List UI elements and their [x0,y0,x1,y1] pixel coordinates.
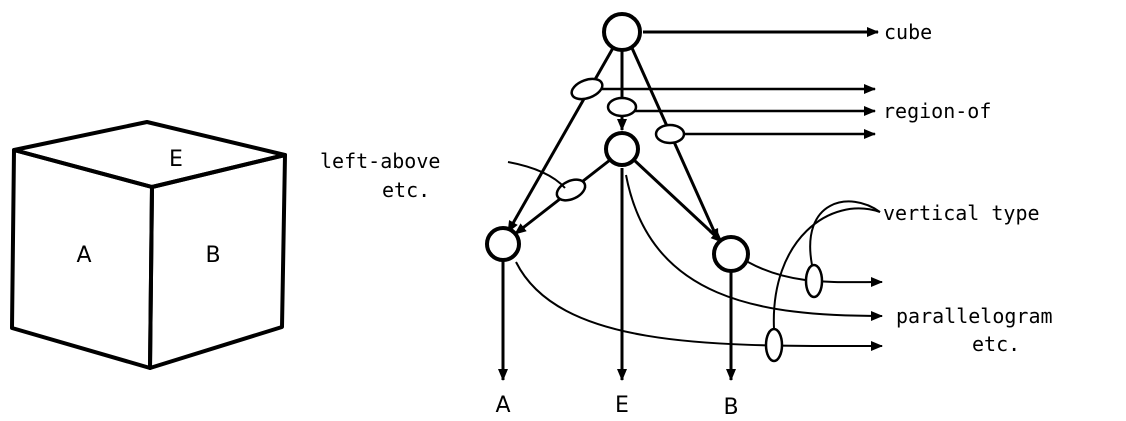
node-cube [602,12,642,52]
output-label-cube: cube [884,20,932,44]
left-above-leader [507,161,566,189]
relation-marker-1 [570,77,604,101]
cube-right-face [148,153,287,370]
node-top-face [604,131,640,167]
leaf-label-a: A [495,393,510,418]
leaf-label-b: B [723,395,738,420]
output-label-parallelogram: parallelogram [896,304,1053,328]
leaf-label-e: E [615,393,629,418]
relation-label-left-above: left-above [320,149,440,173]
relation-marker-2 [606,96,638,118]
relation-marker-4 [555,178,587,202]
output-label-parallelogram-etc: etc. [972,332,1020,356]
type-marker-2 [764,327,784,363]
type-marker-1 [804,263,824,299]
edge-top-to-left [506,47,615,233]
vertical-type-leader-1 [809,200,881,266]
cube-drawing: E A B [10,120,287,370]
cube-face-top-label: E [169,147,183,172]
node-right-face [712,235,750,273]
vertical-type-leader-2 [772,207,881,330]
output-label-vertical-type: vertical type [883,201,1040,225]
cube-face-right-label: B [205,243,220,268]
curve-e-to-parallelogram [625,174,883,321]
node-left-face [485,226,521,262]
edge-top-to-right [630,47,720,241]
network-graph [485,12,883,381]
cube-top-face [12,120,287,189]
relation-marker-3 [654,123,686,145]
cube-face-left-label: A [76,243,91,268]
curve-a-to-parallelogram [515,261,883,352]
edge-middle-to-right [632,158,724,244]
output-label-region-of: region-of [883,99,991,123]
relation-label-etc: etc. [382,178,430,202]
